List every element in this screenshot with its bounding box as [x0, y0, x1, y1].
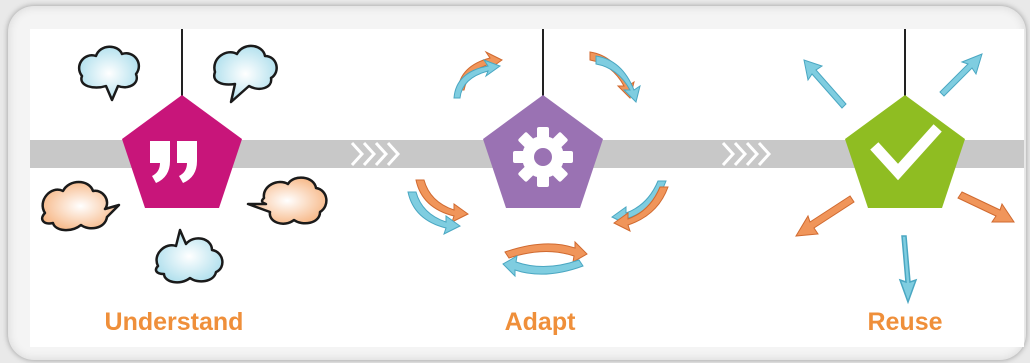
- speech-cloud-icon: [77, 45, 141, 102]
- stage-label-adapt: Adapt: [504, 308, 576, 336]
- stage-label-reuse: Reuse: [867, 308, 943, 336]
- outgoing-arrow-icon: [957, 191, 1015, 223]
- chevron-arrows-1: [350, 141, 401, 167]
- swap-arrows-icon: [407, 179, 469, 235]
- swap-arrows-icon: [453, 50, 503, 99]
- adapt-pentagon: [483, 95, 603, 208]
- swap-arrows-icon: [502, 240, 588, 278]
- reuse-pentagon: [845, 95, 965, 208]
- quote-icon: [150, 141, 197, 183]
- chevron-arrows-2: [721, 141, 772, 167]
- stage-label-understand: Understand: [104, 308, 244, 336]
- speech-cloud-icon: [154, 228, 224, 284]
- speech-cloud-icon: [41, 180, 121, 232]
- outgoing-arrow-icon: [898, 235, 918, 305]
- speech-cloud-icon: [246, 176, 328, 225]
- checkmark-icon: [870, 124, 942, 181]
- speech-cloud-icon: [212, 44, 278, 104]
- outgoing-arrow-icon: [795, 195, 855, 237]
- understand-pentagon: [122, 95, 242, 208]
- swap-arrows-icon: [611, 180, 669, 232]
- outgoing-arrow-icon: [939, 53, 983, 97]
- swap-arrows-icon: [589, 51, 641, 103]
- gear-icon: [513, 127, 573, 187]
- outgoing-arrow-icon: [803, 59, 847, 109]
